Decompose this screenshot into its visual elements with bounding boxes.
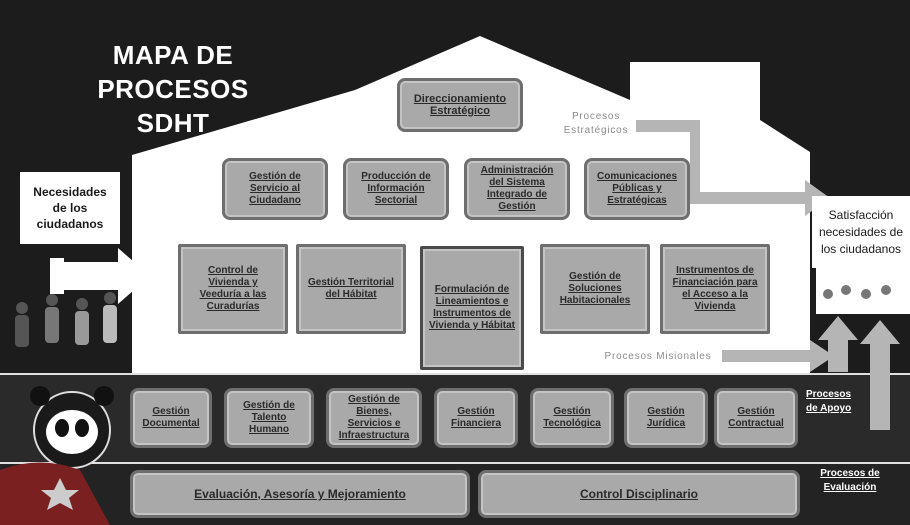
process-strategic-direction[interactable]: Direccionamiento Estratégico bbox=[397, 78, 523, 132]
process-goods-services[interactable]: Gestión de Bienes, Servicios e Infraestr… bbox=[326, 388, 422, 448]
process-sector-information[interactable]: Producción de Información Sectorial bbox=[343, 158, 449, 220]
process-housing-control[interactable]: Control de Vivienda y Veeduría a las Cur… bbox=[178, 244, 288, 334]
left-arrow bbox=[62, 248, 150, 304]
title-line-1: MAPA DE bbox=[112, 40, 234, 70]
missional-arrow bbox=[722, 340, 834, 372]
citizen-satisfaction-box: Satisfacción necesidades de los ciudadan… bbox=[812, 196, 910, 268]
process-integrated-management[interactable]: Administración del Sistema Integrado de … bbox=[464, 158, 570, 220]
process-disciplinary-control[interactable]: Control Disciplinario bbox=[478, 470, 800, 518]
process-evaluation-advisory[interactable]: Evaluación, Asesoría y Mejoramiento bbox=[130, 470, 470, 518]
process-contract-management[interactable]: Gestión Contractual bbox=[714, 388, 798, 448]
process-human-talent[interactable]: Gestión de Talento Humano bbox=[224, 388, 314, 448]
panda-mascot-illustration bbox=[0, 386, 114, 525]
process-citizen-service[interactable]: Gestión de Servicio al Ciudadano bbox=[222, 158, 328, 220]
title-line-2: PROCESOS SDHT bbox=[97, 74, 249, 138]
process-legal-management[interactable]: Gestión Jurídica bbox=[624, 388, 708, 448]
process-public-communications[interactable]: Comunicaciones Públicas y Estratégicas bbox=[584, 158, 690, 220]
support-processes-label: Procesos de Apoyo bbox=[806, 389, 852, 414]
process-territorial-management[interactable]: Gestión Territorial del Hábitat bbox=[296, 244, 406, 334]
up-arrow-2 bbox=[860, 320, 900, 430]
process-financing-instruments[interactable]: Instrumentos de Financiación para el Acc… bbox=[660, 244, 770, 334]
citizen-needs-box: Necesidades de los ciudadanos bbox=[20, 172, 120, 244]
evaluation-processes-label: Procesos de Evaluación bbox=[820, 468, 880, 493]
strategic-processes-label: Procesos Estratégicos bbox=[563, 111, 629, 136]
process-guidelines-formulation[interactable]: Formulación de Lineamientos e Instrument… bbox=[420, 246, 524, 370]
process-technology-management[interactable]: Gestión Tecnológica bbox=[530, 388, 614, 448]
page-title: MAPA DE PROCESOS SDHT bbox=[58, 38, 288, 140]
process-housing-solutions[interactable]: Gestión de Soluciones Habitacionales bbox=[540, 244, 650, 334]
strategic-arrow bbox=[636, 120, 830, 216]
process-financial-management[interactable]: Gestión Financiera bbox=[434, 388, 518, 448]
up-arrow-1 bbox=[818, 316, 858, 372]
process-document-management[interactable]: Gestión Documental bbox=[130, 388, 212, 448]
missional-processes-label: Procesos Misionales bbox=[604, 351, 712, 362]
people-illustration bbox=[15, 292, 117, 347]
